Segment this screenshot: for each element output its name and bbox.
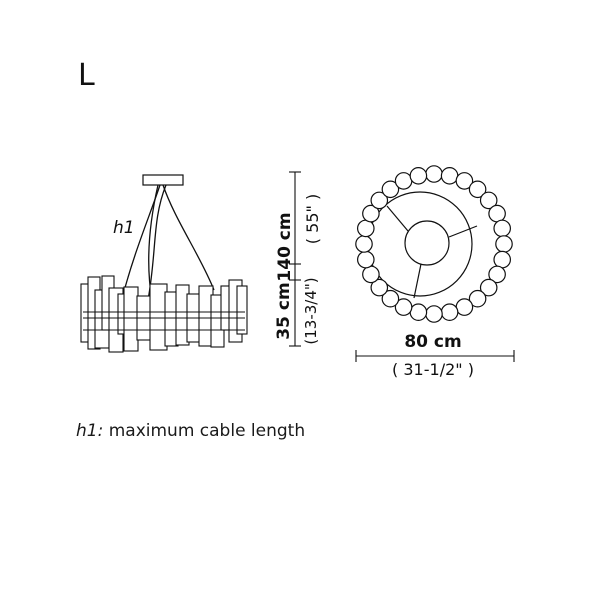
legend-term: h1:	[76, 421, 104, 441]
body-height-value: 35 cm	[274, 282, 294, 339]
bead	[381, 289, 400, 308]
vertical-dimension-lines	[289, 171, 301, 347]
bead	[394, 298, 413, 316]
bead	[455, 172, 474, 190]
bead	[488, 265, 506, 284]
cable-height-value: 140 cm	[275, 212, 295, 281]
bead	[455, 298, 474, 316]
bead	[479, 278, 498, 297]
cable-length-marker: h1	[113, 218, 135, 238]
bead	[425, 165, 443, 183]
body-height-imperial: (13-3/4")	[302, 277, 320, 344]
bead	[493, 250, 511, 269]
bead	[468, 180, 487, 199]
bead	[468, 289, 487, 308]
legend-description: maximum cable length	[103, 421, 306, 441]
bead	[355, 235, 373, 253]
fixture-body	[80, 275, 248, 353]
diameter-value: 80 cm	[404, 332, 461, 352]
bead	[425, 305, 443, 323]
cable-height-imperial: ( 55" )	[303, 194, 322, 244]
bead	[381, 180, 400, 199]
diameter-imperial: ( 31-1/2" )	[392, 360, 474, 379]
bead	[370, 278, 389, 297]
top-view-bead-ring	[355, 165, 513, 323]
bead	[356, 219, 375, 238]
bead	[493, 219, 511, 238]
ceiling-canopy	[142, 174, 184, 186]
bead	[394, 172, 413, 190]
bead	[488, 204, 506, 223]
bead	[495, 235, 513, 253]
bead	[370, 191, 389, 210]
bead	[409, 167, 428, 185]
bead	[409, 303, 428, 321]
size-letter: L	[78, 58, 95, 93]
bead	[479, 191, 498, 210]
bead	[440, 167, 459, 185]
bead	[356, 250, 375, 269]
top-view-canopy	[404, 220, 450, 266]
side-view	[80, 174, 248, 353]
suspension-cables	[122, 184, 215, 301]
bead	[440, 303, 459, 321]
diameter-dimension-line	[355, 350, 515, 362]
legend-caption: h1: maximum cable length	[76, 421, 305, 441]
bead	[362, 204, 380, 223]
top-view	[355, 165, 513, 323]
bead	[362, 265, 380, 284]
top-view-arms	[386, 205, 478, 299]
